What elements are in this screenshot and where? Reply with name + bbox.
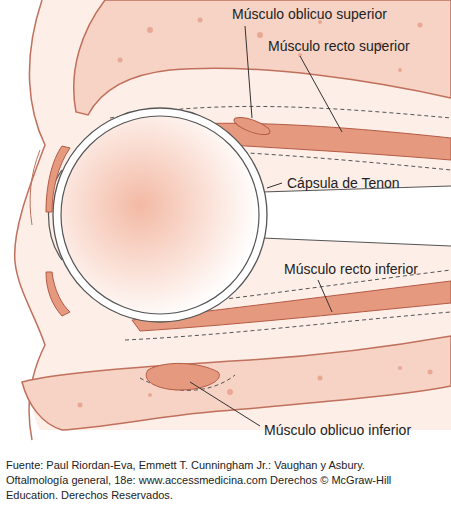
part-label: Músculo oblicuo superior bbox=[232, 6, 387, 23]
part-label: Músculo recto inferior bbox=[284, 261, 418, 278]
part-label: Músculo oblicuo inferior bbox=[264, 422, 411, 439]
source-caption: Fuente: Paul Riordan-Eva, Emmett T. Cunn… bbox=[6, 458, 426, 503]
part-label: Cápsula de Tenon bbox=[287, 175, 400, 192]
part-label: Músculo recto superior bbox=[268, 38, 410, 55]
